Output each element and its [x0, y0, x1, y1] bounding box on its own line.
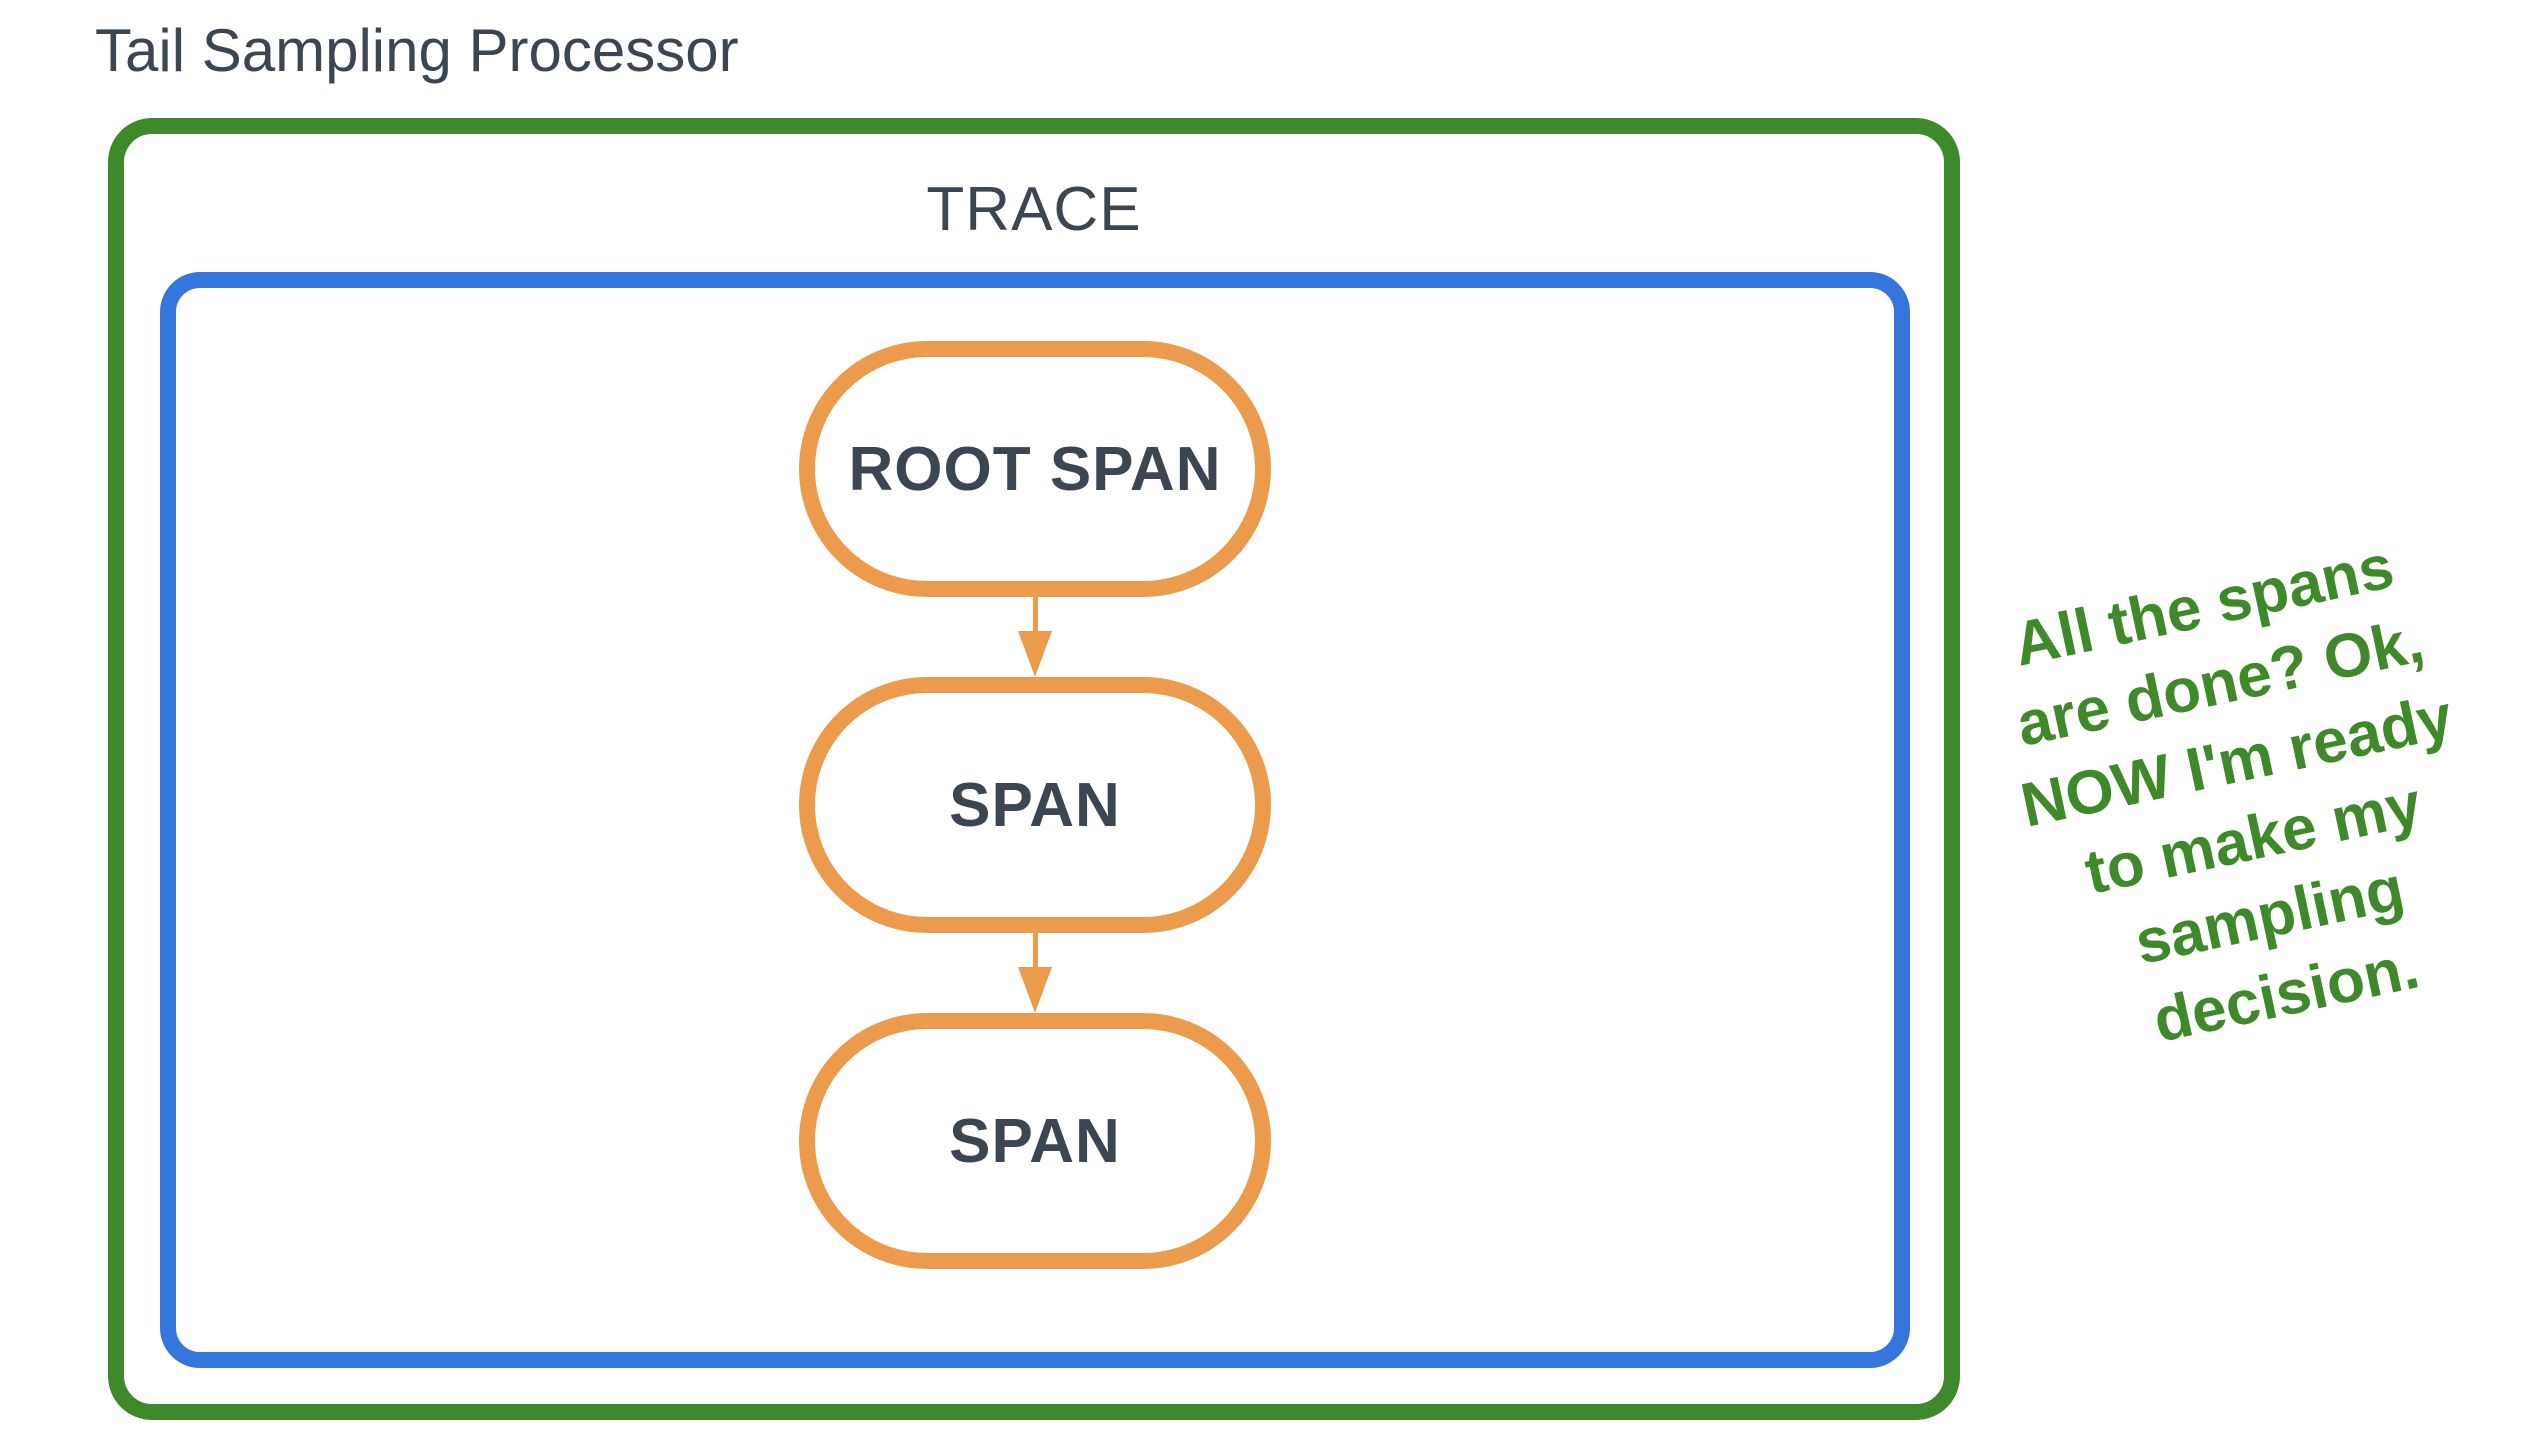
annotation-text: All the spans are done? Ok, NOW I'm read… [1894, 445, 2542, 1155]
arrow-stem [1032, 597, 1038, 631]
root-span-label: ROOT SPAN [848, 434, 1222, 504]
tail-sampling-processor-box: TRACE ROOT SPAN SPAN SPAN [108, 118, 1960, 1420]
arrow-stem [1032, 933, 1038, 967]
span-label-2: SPAN [949, 1106, 1121, 1176]
diagram-title: Tail Sampling Processor [95, 17, 739, 84]
trace-box: ROOT SPAN SPAN SPAN [160, 272, 1910, 1368]
arrow-down-icon [1018, 597, 1052, 677]
trace-label: TRACE [926, 175, 1142, 244]
arrow-head [1018, 967, 1052, 1013]
arrow-head [1018, 631, 1052, 677]
span-node-1: SPAN [799, 677, 1271, 933]
span-node-2: SPAN [799, 1013, 1271, 1269]
span-column: ROOT SPAN SPAN SPAN [799, 341, 1271, 1269]
span-label-1: SPAN [949, 770, 1121, 840]
arrow-down-icon [1018, 933, 1052, 1013]
root-span-node: ROOT SPAN [799, 341, 1271, 597]
